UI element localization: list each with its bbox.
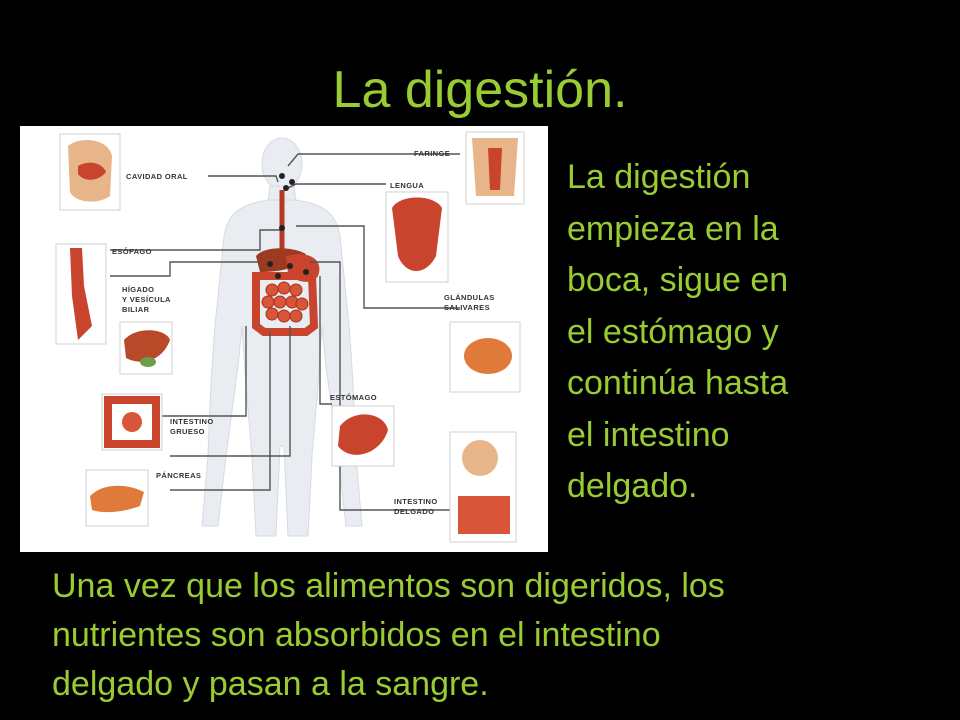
body-silhouette xyxy=(201,137,363,537)
thumb-intestino-grueso xyxy=(101,393,163,451)
large-intestine-shape xyxy=(252,272,319,336)
label-estomago: ESTÓMAGO xyxy=(330,393,377,402)
slide-title: La digestión. xyxy=(332,61,628,119)
thumb-intestino-delgado xyxy=(449,431,517,543)
label-intestino-delgado-line2: DELGADO xyxy=(394,507,434,516)
junction-dots xyxy=(267,173,309,279)
label-cavidad-oral: CAVIDAD ORAL xyxy=(126,172,188,181)
thumb-cavidad-oral xyxy=(59,133,121,211)
thumb-estomago xyxy=(331,405,395,467)
label-intestino-grueso-line2: GRUESO xyxy=(170,427,205,436)
digestive-system-illustration: CAVIDAD ORAL ESÓFAGO HÍGADO Y VESÍCULA B… xyxy=(55,131,525,543)
label-lengua: LENGUA xyxy=(390,181,424,190)
thumb-higado xyxy=(119,321,173,375)
thumb-glandulas-salivares xyxy=(449,321,521,393)
thumb-pancreas xyxy=(85,469,149,527)
thumb-lengua xyxy=(385,191,449,283)
small-intestine-shape xyxy=(261,281,309,323)
organ-labels: CAVIDAD ORAL ESÓFAGO HÍGADO Y VESÍCULA B… xyxy=(112,149,495,516)
side-description: La digestión empieza en la boca, sigue e… xyxy=(567,158,789,505)
label-pancreas: PÁNCREAS xyxy=(156,471,201,480)
bottom-description: Una vez que los alimentos son digeridos,… xyxy=(52,567,725,703)
digestive-system-figure: CAVIDAD ORAL ESÓFAGO HÍGADO Y VESÍCULA B… xyxy=(20,126,548,552)
thumb-esofago xyxy=(55,243,107,345)
label-higado-line1: HÍGADO xyxy=(122,285,154,294)
thumb-faringe xyxy=(465,131,525,205)
label-intestino-delgado-line1: INTESTINO xyxy=(394,497,438,506)
leader-lines xyxy=(110,153,460,511)
label-glandulas-line1: GLÁNDULAS xyxy=(444,293,495,302)
label-esofago: ESÓFAGO xyxy=(112,247,152,256)
label-higado-line3: BILIAR xyxy=(122,305,150,314)
label-faringe: FARINGE xyxy=(414,149,450,158)
label-glandulas-line2: SALIVARES xyxy=(444,303,490,312)
label-intestino-grueso-line1: INTESTINO xyxy=(170,417,214,426)
label-higado-line2: Y VESÍCULA xyxy=(122,295,171,304)
